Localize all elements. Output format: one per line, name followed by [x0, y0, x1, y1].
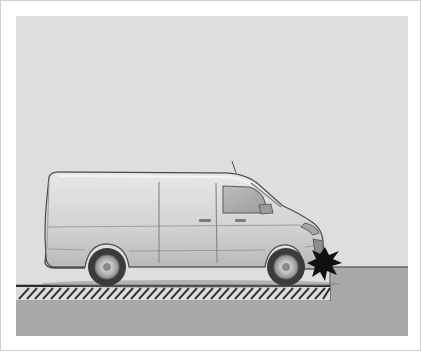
raised-curb: [331, 267, 408, 336]
door-handle-front: [235, 219, 246, 222]
door-handle-rear: [199, 219, 211, 222]
hatched-ground-line: [16, 286, 330, 300]
side-mirror: [259, 204, 273, 214]
rear-wheel: [88, 248, 126, 286]
antenna: [232, 161, 236, 173]
front-grille: [313, 239, 323, 253]
front-wheel: [267, 248, 305, 286]
